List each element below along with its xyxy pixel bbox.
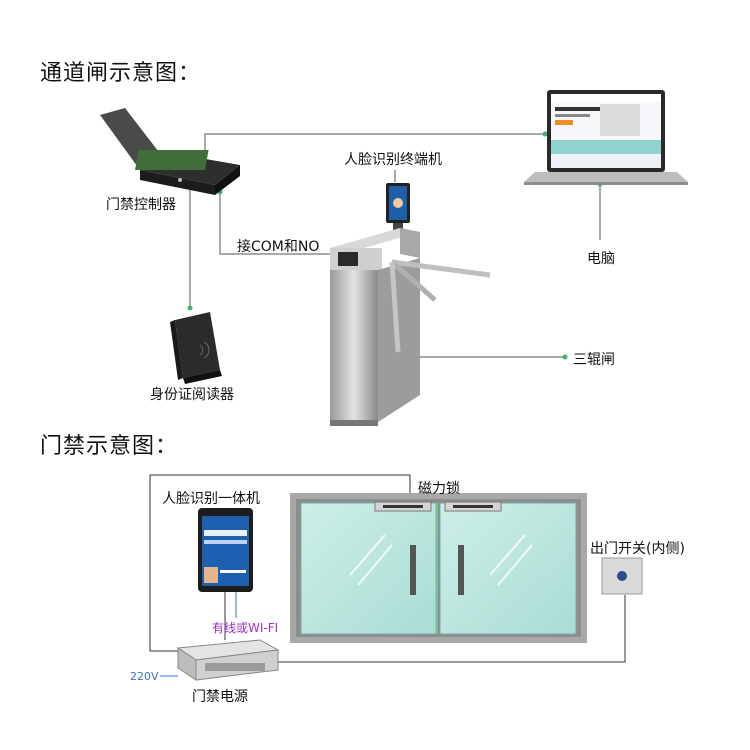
label-com-no: 接COM和NO bbox=[237, 239, 320, 255]
face-unit-device bbox=[198, 508, 253, 592]
magnetic-lock-device bbox=[374, 501, 502, 512]
label-magnetic-lock: 磁力锁 bbox=[418, 481, 460, 497]
section2-wires bbox=[149, 474, 626, 663]
section2-title: 门禁示意图： bbox=[40, 434, 179, 459]
face-terminal-device bbox=[386, 183, 410, 233]
label-exit-button: 出门开关(内侧) bbox=[590, 541, 685, 557]
glass-door bbox=[290, 493, 587, 643]
section1-wires bbox=[189, 133, 601, 358]
section1-title: 通道闸示意图： bbox=[40, 61, 202, 86]
label-220v: 220V bbox=[130, 670, 159, 683]
power-supply-device bbox=[176, 639, 280, 681]
label-face-unit: 人脸识别一体机 bbox=[162, 491, 260, 507]
label-access-controller: 门禁控制器 bbox=[106, 197, 176, 213]
label-wired-wifi: 有线或WI-FI bbox=[212, 621, 279, 635]
label-computer: 电脑 bbox=[587, 251, 615, 267]
turnstile-device bbox=[330, 228, 491, 426]
label-power-supply: 门禁电源 bbox=[192, 689, 248, 705]
id-card-reader-device bbox=[170, 312, 222, 384]
label-id-reader: 身份证阅读器 bbox=[150, 387, 234, 403]
laptop-device bbox=[524, 90, 688, 185]
label-turnstile: 三辊闸 bbox=[573, 352, 615, 368]
exit-button-device bbox=[601, 557, 643, 595]
label-face-terminal: 人脸识别终端机 bbox=[344, 152, 442, 168]
access-controller-box bbox=[100, 108, 240, 195]
section2-blue-wires bbox=[160, 592, 237, 677]
